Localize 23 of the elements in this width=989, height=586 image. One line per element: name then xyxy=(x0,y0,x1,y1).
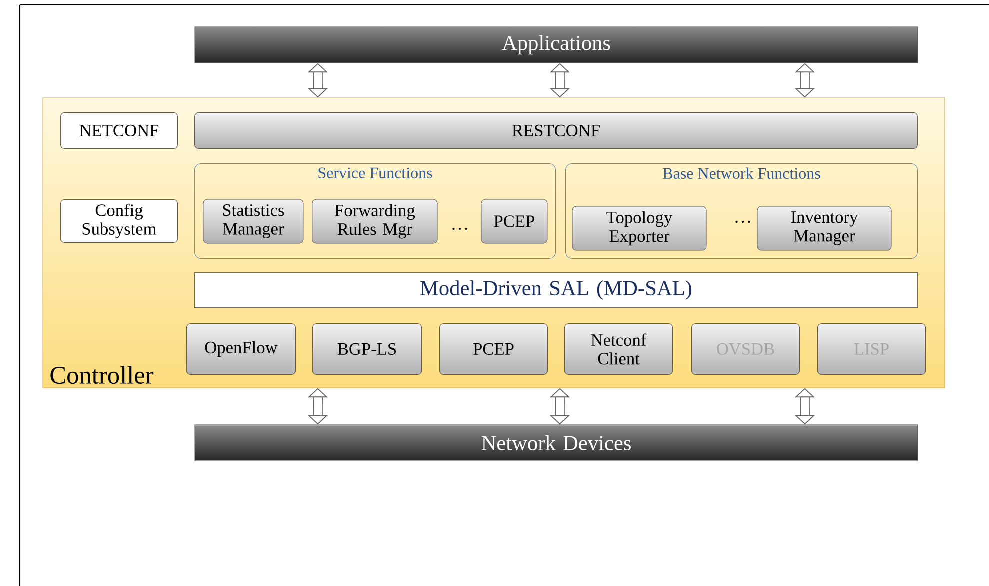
double-arrow xyxy=(308,63,328,98)
module-box: PCEP xyxy=(439,324,548,375)
ellipsis: … xyxy=(736,220,750,224)
module-box: BGP-LS xyxy=(312,324,422,375)
module-box: Topology Exporter xyxy=(572,206,707,251)
module-box: Statistics Manager xyxy=(203,199,304,244)
module-box: OpenFlow xyxy=(186,324,296,375)
double-arrow xyxy=(550,63,570,98)
double-arrow xyxy=(794,388,816,425)
double-arrow xyxy=(550,388,570,425)
module-box: Config Subsystem xyxy=(60,200,178,243)
double-arrow xyxy=(794,63,816,98)
sal-bar: Model-Driven SAL (MD-SAL) xyxy=(194,272,918,308)
module-box: Inventory Manager xyxy=(757,206,892,251)
module-box: NETCONF xyxy=(60,112,178,149)
layer-bar: Network Devices xyxy=(194,424,918,462)
module-box: Forwarding Rules Mgr xyxy=(312,199,438,244)
double-arrow xyxy=(308,388,328,425)
ellipsis: … xyxy=(452,228,468,230)
module-box: Netconf Client xyxy=(564,324,673,375)
layer-bar: Applications xyxy=(194,26,918,64)
module-box: PCEP xyxy=(481,199,548,244)
module-box: RESTCONF xyxy=(194,112,918,149)
